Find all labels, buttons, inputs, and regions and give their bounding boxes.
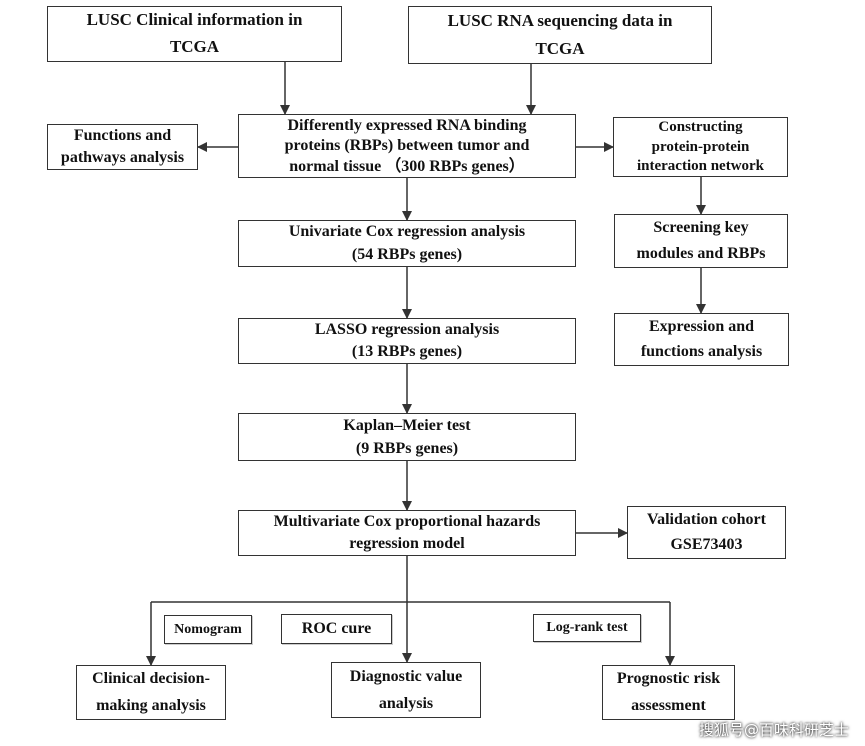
label-roc-cure: ROC cure xyxy=(281,614,392,644)
box-kaplan-meier: Kaplan–Meier test(9 RBPs genes) xyxy=(238,413,576,461)
box-lasso-regression: LASSO regression analysis(13 RBPs genes) xyxy=(238,318,576,364)
watermark: 搜狐号@百味科研芝士 xyxy=(698,721,849,739)
label-log-rank-test: Log-rank test xyxy=(533,614,641,642)
box-clinical-decision: Clinical decision-making analysis xyxy=(76,665,226,720)
label-nomogram: Nomogram xyxy=(164,615,252,644)
box-univariate-cox: Univariate Cox regression analysis(54 RB… xyxy=(238,220,576,267)
